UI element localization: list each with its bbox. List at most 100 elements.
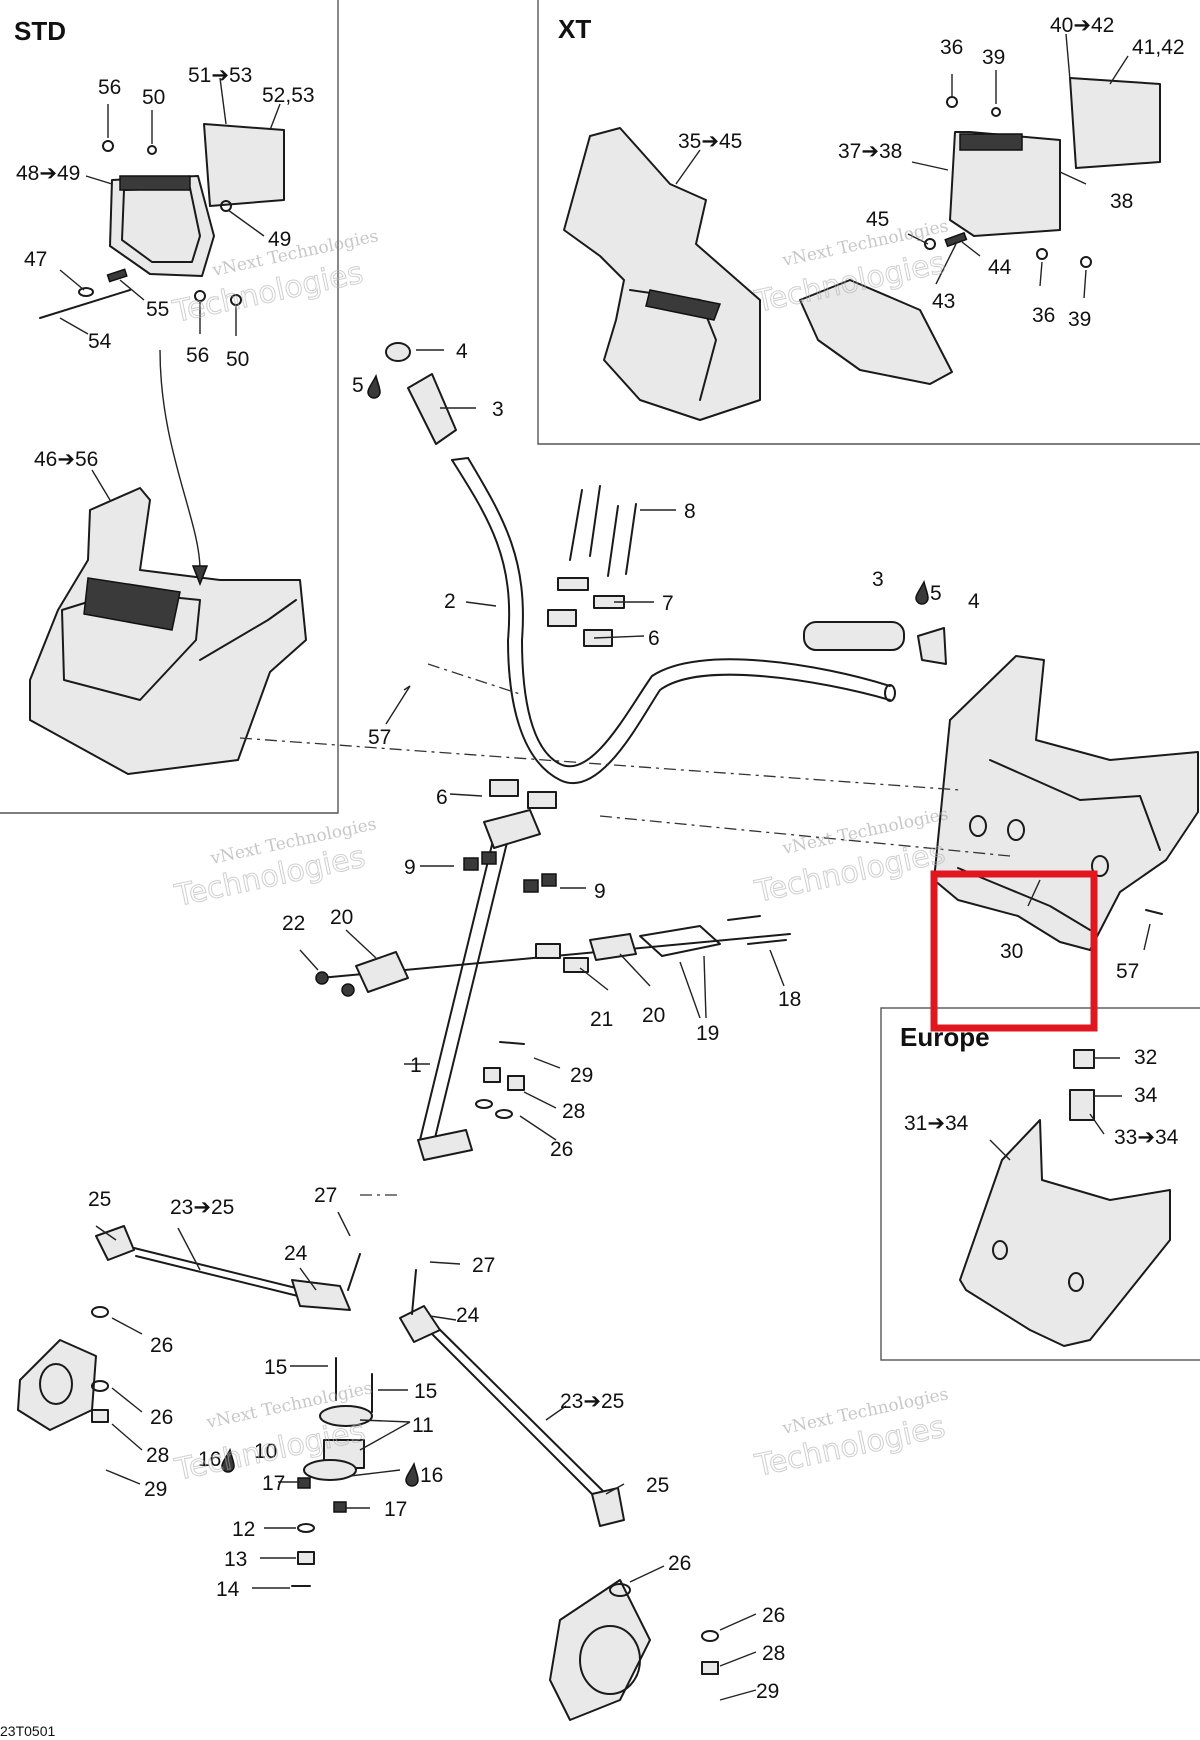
callout-9: 9	[594, 880, 606, 903]
callout-20: 20	[642, 1004, 665, 1027]
callout-21: 21	[590, 1008, 613, 1031]
callout-25: 25	[88, 1188, 111, 1211]
callout-35-45: 35➔45	[678, 130, 742, 153]
callout-6: 6	[436, 786, 448, 809]
callout-18: 18	[778, 988, 801, 1011]
callout-28: 28	[562, 1100, 585, 1123]
right-grip	[803, 621, 947, 665]
callout-55: 55	[146, 298, 169, 321]
callout-17: 17	[262, 1472, 285, 1495]
callout-28: 28	[146, 1444, 169, 1467]
callout-57: 57	[1116, 960, 1139, 983]
callout-27: 27	[472, 1254, 495, 1277]
oil-drop-icon	[915, 579, 929, 605]
callout-26: 26	[668, 1552, 691, 1575]
callout-17: 17	[384, 1498, 407, 1521]
callout-11: 11	[412, 1414, 434, 1437]
callout-3: 3	[492, 398, 504, 421]
callout-4: 4	[968, 590, 980, 613]
highlight-box-part-30	[930, 870, 1098, 1032]
callout-33-34: 33➔34	[1114, 1126, 1179, 1149]
callout-48-49: 48➔49	[16, 162, 80, 185]
callout-46-56: 46➔56	[34, 448, 98, 471]
callout-2: 2	[444, 590, 456, 613]
callout-14: 14	[216, 1578, 240, 1601]
left-grip	[385, 342, 457, 445]
std-headlight-assembly	[39, 123, 285, 319]
left-tie-rod	[17, 1225, 361, 1431]
std-section-title: STD	[14, 16, 66, 46]
callout-4: 4	[456, 340, 468, 363]
callout-19: 19	[696, 1022, 719, 1045]
steering-column	[417, 809, 541, 1161]
callout-51-53: 51➔53	[188, 64, 252, 87]
callout-34: 34	[1134, 1084, 1158, 1107]
callout-16: 16	[420, 1464, 443, 1487]
callout-31-34: 31➔34	[904, 1112, 969, 1135]
riser-bolts	[569, 485, 637, 577]
callout-16: 16	[198, 1448, 221, 1471]
xt-frame	[537, 0, 1200, 445]
callout-24: 24	[284, 1242, 308, 1265]
callout-28: 28	[762, 1642, 785, 1665]
callout-50: 50	[142, 86, 165, 109]
callout-15: 15	[264, 1356, 287, 1379]
riser-nuts	[463, 851, 557, 893]
handlebar	[451, 457, 896, 784]
callout-41-42: 41,42	[1132, 36, 1185, 59]
callout-47: 47	[24, 248, 47, 271]
callout-45: 45	[866, 208, 889, 231]
callout-29: 29	[144, 1478, 167, 1501]
callout-15: 15	[414, 1380, 437, 1403]
callout-23-25: 23➔25	[170, 1196, 234, 1219]
callout-36: 36	[1032, 304, 1055, 327]
callout-25: 25	[646, 1474, 669, 1497]
steering-linkage	[315, 915, 791, 997]
callout-36: 36	[940, 36, 963, 59]
callout-5: 5	[930, 582, 942, 605]
callout-6: 6	[648, 627, 660, 650]
right-tie-rod	[399, 1269, 719, 1721]
callout-26: 26	[150, 1406, 173, 1429]
callout-43: 43	[932, 290, 955, 313]
callout-26: 26	[550, 1138, 573, 1161]
callout-1: 1	[410, 1054, 422, 1077]
alignment-lines	[239, 663, 1011, 1196]
callout-56: 56	[98, 76, 121, 99]
xt-section-title: XT	[558, 14, 591, 44]
callout-44: 44	[988, 256, 1012, 279]
callout-54: 54	[88, 330, 112, 353]
callout-37-38: 37➔38	[838, 140, 902, 163]
callout-22: 22	[282, 912, 305, 935]
callout-7: 7	[662, 592, 674, 615]
xt-hood	[563, 77, 1161, 421]
callout-23-25: 23➔25	[560, 1390, 624, 1413]
callout-50: 50	[226, 348, 249, 371]
europe-hood-variant	[959, 1049, 1171, 1347]
callout-38: 38	[1110, 190, 1133, 213]
callout-39: 39	[982, 46, 1005, 69]
callout-39: 39	[1068, 308, 1091, 331]
watermarks: vNext Technologies vNext Technologies vN…	[169, 216, 950, 1488]
column-hardware	[475, 1041, 525, 1119]
callout-26: 26	[150, 1334, 173, 1357]
callout-49: 49	[268, 228, 291, 251]
callout-27: 27	[314, 1184, 337, 1207]
callout-29: 29	[756, 1680, 779, 1703]
callout-24: 24	[456, 1304, 480, 1327]
callout-8: 8	[684, 500, 696, 523]
callout-40-42: 40➔42	[1050, 14, 1114, 37]
callout-20: 20	[330, 906, 353, 929]
oil-drop-icon	[405, 1461, 419, 1487]
oil-drop-icon	[367, 373, 381, 399]
callout-9: 9	[404, 856, 416, 879]
callout-32: 32	[1134, 1046, 1157, 1069]
callout-10: 10	[254, 1440, 277, 1463]
callout-30: 30	[1000, 940, 1023, 963]
callout-52-53: 52,53	[262, 84, 315, 107]
std-hood	[29, 349, 307, 775]
watermark-outline: Technologies	[751, 836, 948, 911]
callouts: 1 2 3 3 4 4 5 5 6 6 7 8 9 9 10 11 12 13 …	[16, 14, 1185, 1703]
callout-12: 12	[232, 1518, 255, 1541]
drawing-code: 23T0501	[0, 1723, 55, 1739]
